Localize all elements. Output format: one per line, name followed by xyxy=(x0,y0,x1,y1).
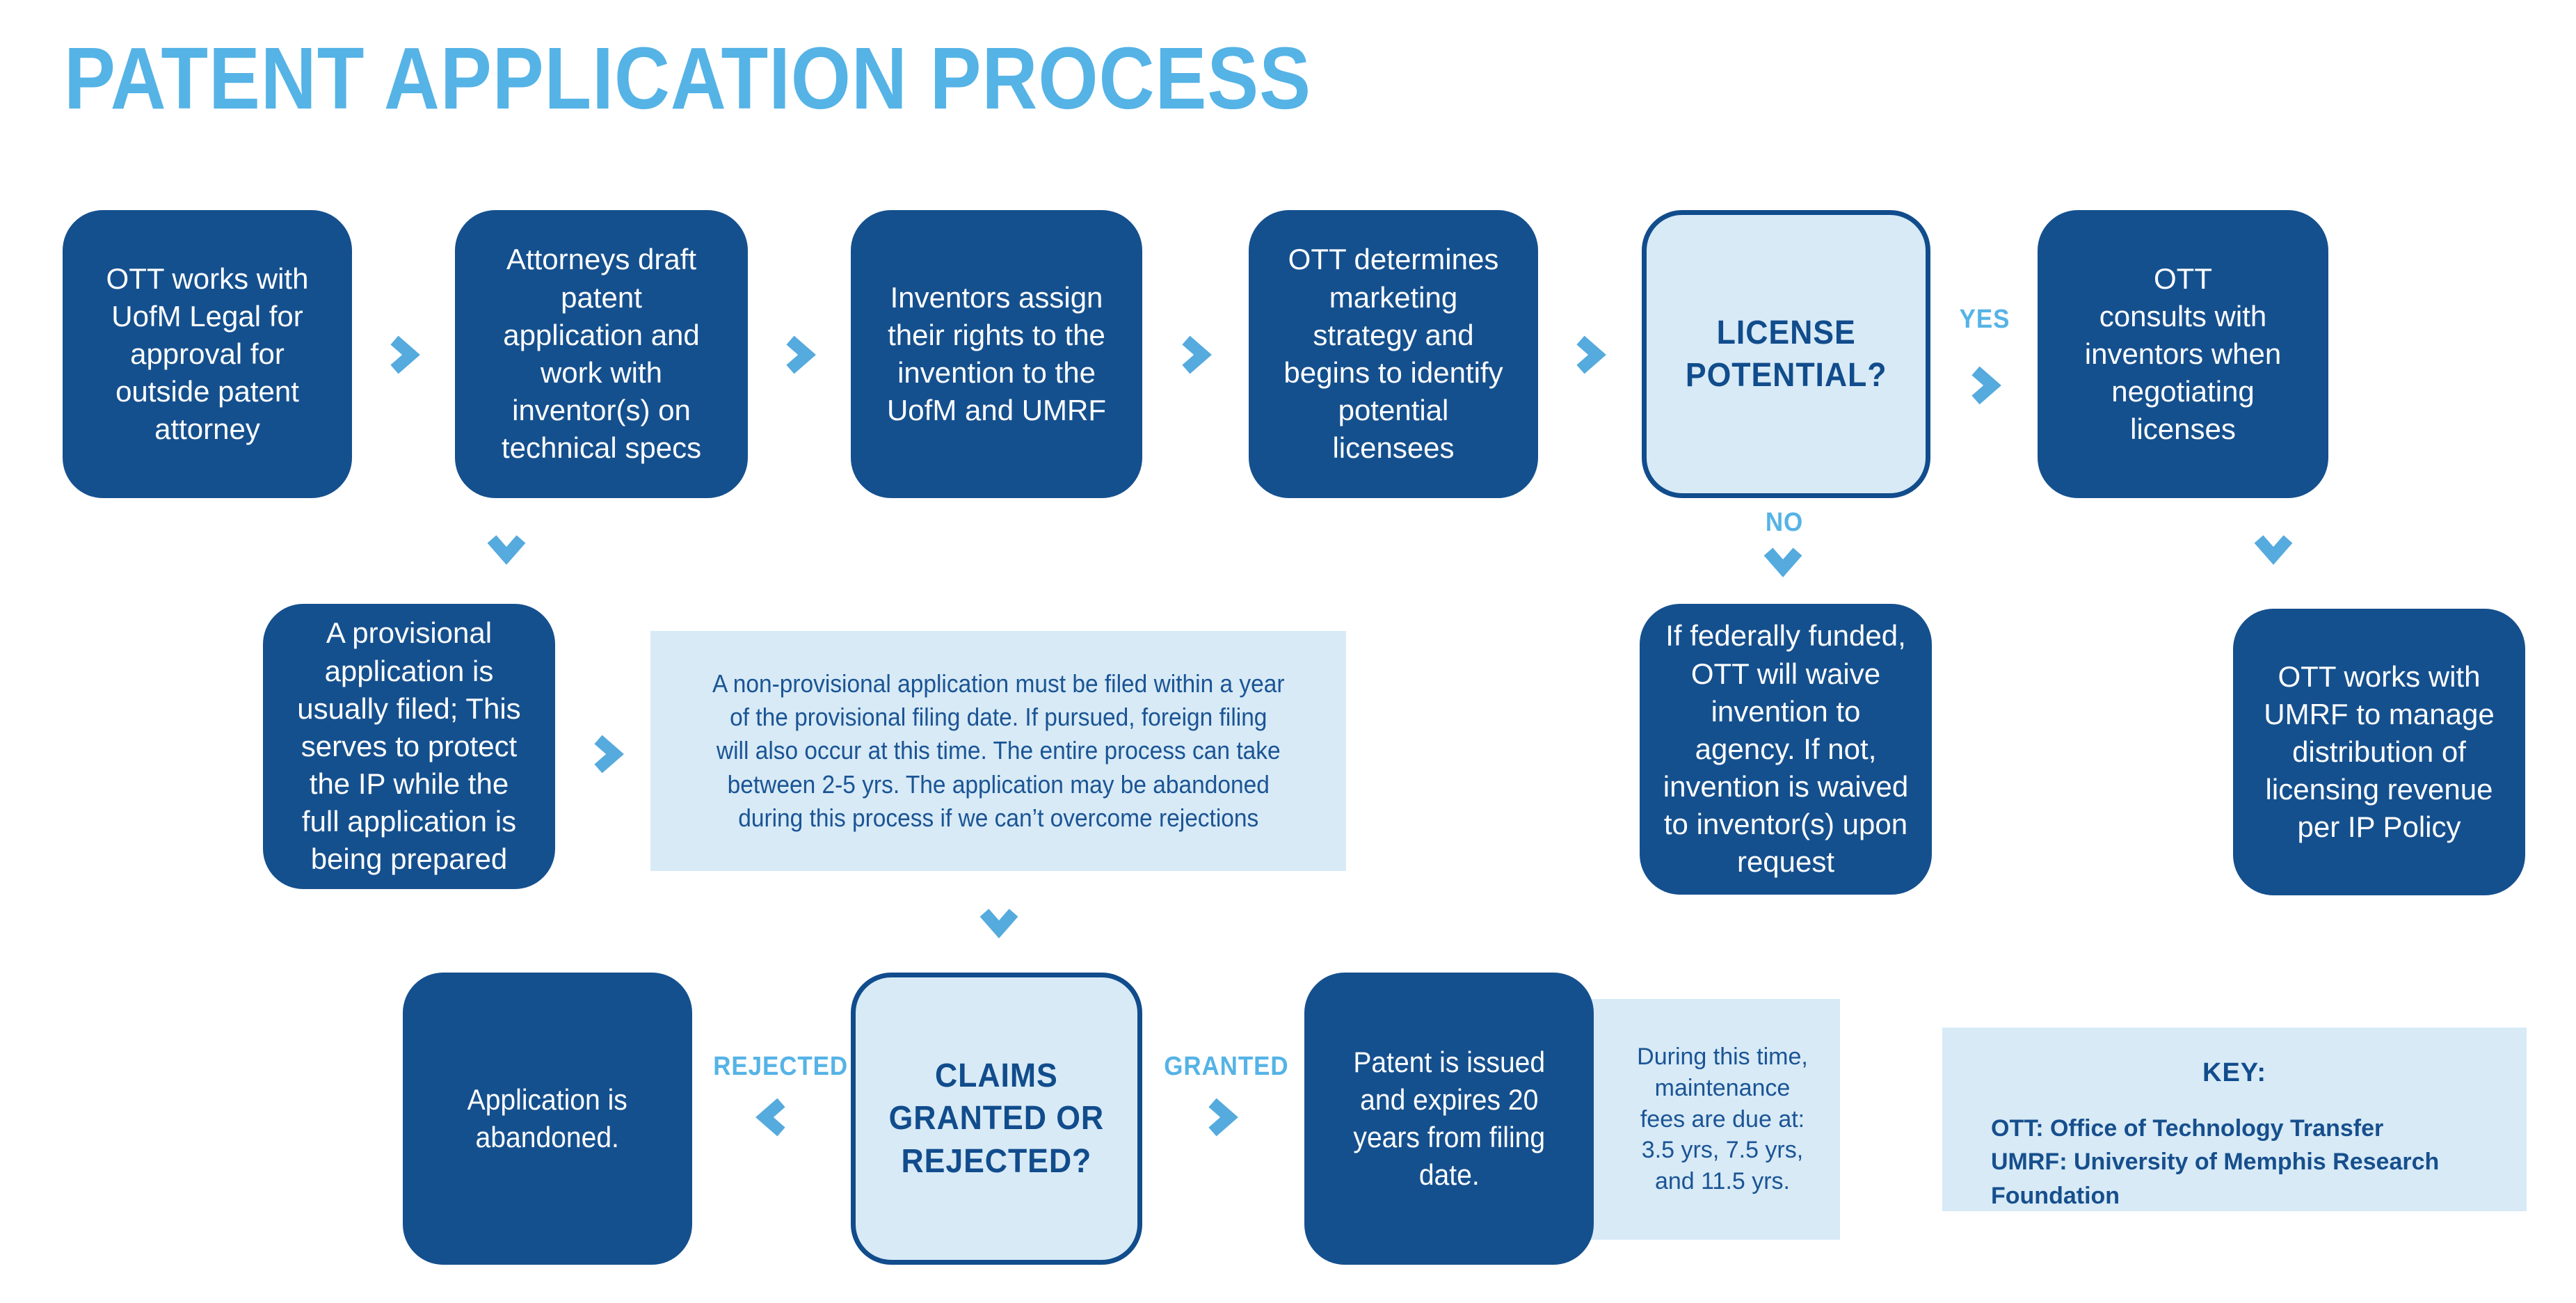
step-ott-consults-box: OTT consults with inventors when negotia… xyxy=(2038,210,2328,498)
patent-issued-text: Patent is issued and expires 20 years fr… xyxy=(1353,1045,1545,1192)
yes-label: YES xyxy=(1959,305,2010,334)
arrow-right-icon-3 xyxy=(1174,334,1216,376)
revenue-distribution-text: OTT works with UMRF to manage distributi… xyxy=(2264,660,2495,844)
step-inventors-assign-box: Inventors assign their rights to the inv… xyxy=(851,210,1142,498)
key-legend-box: KEY: OTT: Office of Technology Transfer … xyxy=(1942,1028,2527,1211)
arrow-down-icon-1 xyxy=(486,527,527,569)
nonprovisional-note-text: A non-provisional application must be fi… xyxy=(712,669,1285,832)
provisional-application-box: A provisional application is usually fil… xyxy=(263,604,555,889)
key-entries: OTT: Office of Technology Transfer UMRF:… xyxy=(1991,1115,2440,1209)
arrow-down-icon-2 xyxy=(2253,527,2294,569)
arrow-down-icon-3 xyxy=(978,901,1020,943)
claims-decision-text: CLAIMS GRANTED OR REJECTED? xyxy=(888,1057,1105,1180)
arrow-right-icon-4 xyxy=(1569,334,1610,376)
granted-label: GRANTED xyxy=(1164,1052,1289,1081)
step-marketing-strategy-box: OTT determines marketing strategy and be… xyxy=(1249,210,1538,498)
step-attorneys-draft-text: Attorneys draft patent application and w… xyxy=(501,243,702,465)
waive-invention-box: If federally funded, OTT will waive inve… xyxy=(1640,604,1932,895)
provisional-application-text: A provisional application is usually fil… xyxy=(297,616,521,876)
application-abandoned-text: Application is abandoned. xyxy=(467,1082,628,1153)
license-potential-text: LICENSE POTENTIAL? xyxy=(1685,314,1887,394)
step-attorneys-draft-box: Attorneys draft patent application and w… xyxy=(455,210,748,498)
no-label: NO xyxy=(1765,508,1804,537)
arrow-right-icon-1 xyxy=(383,334,424,376)
arrow-right-icon-5 xyxy=(586,733,628,775)
page-title: PATENT APPLICATION PROCESS xyxy=(64,29,1311,127)
nonprovisional-note-box: A non-provisional application must be fi… xyxy=(650,631,1346,871)
maintenance-fees-text: During this time, maintenance fees are d… xyxy=(1637,1043,1808,1195)
step-inventors-assign-text: Inventors assign their rights to the inv… xyxy=(886,280,1107,427)
step-ott-consults-text: OTT consults with inventors when negotia… xyxy=(2084,262,2282,446)
rejected-label: REJECTED xyxy=(713,1052,849,1081)
step-marketing-strategy-text: OTT determines marketing strategy and be… xyxy=(1283,243,1503,465)
waive-invention-text: If federally funded, OTT will waive inve… xyxy=(1663,619,1909,879)
step-ott-legal-box: OTT works with UofM Legal for approval f… xyxy=(63,210,352,498)
patent-issued-box: Patent is issued and expires 20 years fr… xyxy=(1304,973,1594,1265)
license-potential-decision-box: LICENSE POTENTIAL? xyxy=(1642,210,1930,498)
maintenance-fees-box: During this time, maintenance fees are d… xyxy=(1569,999,1840,1240)
claims-decision-box: CLAIMS GRANTED OR REJECTED? xyxy=(851,973,1142,1265)
arrow-down-no-icon xyxy=(1762,540,1804,582)
revenue-distribution-box: OTT works with UMRF to manage distributi… xyxy=(2233,609,2525,895)
application-abandoned-box: Application is abandoned. xyxy=(403,973,692,1265)
arrow-right-granted-icon xyxy=(1201,1096,1242,1138)
step-ott-legal-text: OTT works with UofM Legal for approval f… xyxy=(106,262,309,446)
arrow-right-icon-2 xyxy=(778,334,820,376)
arrow-right-yes-icon xyxy=(1964,365,2006,406)
arrow-left-rejected-icon xyxy=(751,1096,793,1138)
key-heading: KEY: xyxy=(2202,1058,2266,1087)
